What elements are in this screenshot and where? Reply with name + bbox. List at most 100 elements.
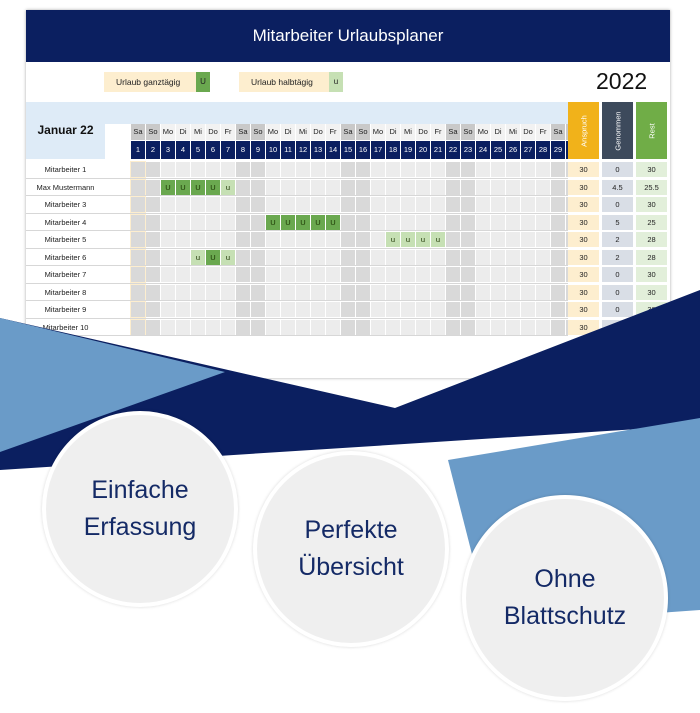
entitlement-value: 30 (568, 302, 599, 317)
day-cell (341, 284, 355, 300)
day-cell (161, 284, 175, 300)
day-cell (401, 179, 415, 195)
day-cell (131, 162, 145, 177)
vacation-entry: u (221, 179, 235, 195)
day-cell (401, 267, 415, 282)
day-cell (506, 197, 520, 212)
day-cell (371, 267, 385, 282)
day-number: 23 (461, 141, 475, 159)
day-cell (176, 162, 190, 177)
day-cell (341, 162, 355, 177)
taken-value: 2 (602, 232, 633, 247)
day-cell (326, 319, 340, 335)
weekday-header: Do (206, 124, 220, 140)
day-cell (551, 179, 565, 195)
day-cell (161, 162, 175, 177)
day-cell (266, 162, 280, 177)
vacation-entry: U (191, 179, 205, 195)
day-cell (476, 302, 490, 317)
weekday-header: Fr (221, 124, 235, 140)
day-cell (221, 162, 235, 177)
day-cell (401, 319, 415, 335)
day-cell (296, 302, 310, 317)
day-cell (446, 232, 460, 247)
day-number: 9 (251, 141, 265, 159)
rest-value: 28 (636, 232, 667, 247)
day-cell (161, 232, 175, 247)
vacation-entry: U (206, 179, 220, 195)
day-cell (431, 197, 445, 212)
day-number: 8 (236, 141, 250, 159)
day-cell (131, 232, 145, 247)
day-cell (311, 302, 325, 317)
day-cell (341, 214, 355, 230)
day-cell (251, 179, 265, 195)
row-divider (26, 247, 568, 249)
day-cell (356, 232, 370, 247)
day-cell (131, 214, 145, 230)
day-number: 25 (491, 141, 505, 159)
weekday-header: Mi (506, 124, 520, 140)
weekday-header: Mi (296, 124, 310, 140)
day-cell (341, 319, 355, 335)
day-cell (386, 179, 400, 195)
day-cell (311, 267, 325, 282)
day-cell (476, 162, 490, 177)
day-cell (311, 162, 325, 177)
day-cell (296, 232, 310, 247)
rest-value: 30 (636, 162, 667, 177)
day-cell (521, 302, 535, 317)
day-cell (311, 232, 325, 247)
rest-header: Rest (636, 102, 667, 159)
day-cell (461, 214, 475, 230)
day-cell (536, 302, 550, 317)
day-cell (131, 319, 145, 335)
day-cell (311, 249, 325, 265)
day-cell (356, 267, 370, 282)
day-cell (341, 197, 355, 212)
day-cell (446, 267, 460, 282)
day-number: 24 (476, 141, 490, 159)
day-cell (491, 214, 505, 230)
day-cell (176, 232, 190, 247)
day-cell (296, 284, 310, 300)
day-cell (131, 267, 145, 282)
day-number: 29 (551, 141, 565, 159)
day-cell (431, 249, 445, 265)
rest-value: 28 (636, 249, 667, 265)
day-cell (416, 319, 430, 335)
day-cell (161, 214, 175, 230)
row-divider (26, 300, 568, 301)
day-cell (536, 319, 550, 335)
legend-half-day: Urlaub halbtägig u (239, 72, 343, 92)
day-cell (536, 267, 550, 282)
day-number: 17 (371, 141, 385, 159)
vacation-entry: u (416, 232, 430, 247)
day-number: 27 (521, 141, 535, 159)
weekday-header: Di (176, 124, 190, 140)
day-cell (356, 284, 370, 300)
legend-half-day-label: Urlaub halbtägig (251, 77, 313, 87)
taken-value: 0 (602, 284, 633, 300)
day-number: 26 (506, 141, 520, 159)
day-cell (506, 249, 520, 265)
day-cell (401, 214, 415, 230)
day-cell (506, 319, 520, 335)
day-cell (161, 319, 175, 335)
day-cell (551, 232, 565, 247)
employee-name: Mitarbeiter 7 (44, 270, 87, 279)
day-cell (281, 162, 295, 177)
feature-easy-line1: Einfache (91, 476, 189, 504)
day-cell (461, 267, 475, 282)
vacation-entry: U (296, 214, 310, 230)
day-cell (461, 197, 475, 212)
row-divider (26, 195, 568, 196)
year-label: 2022 (596, 68, 648, 94)
taken-header: Genommen (602, 102, 633, 159)
day-cell (446, 179, 460, 195)
day-cell (461, 249, 475, 265)
day-cell (191, 319, 205, 335)
day-cell (506, 267, 520, 282)
legend-full-day-label: Urlaub ganztägig (116, 77, 181, 87)
day-cell (236, 249, 250, 265)
